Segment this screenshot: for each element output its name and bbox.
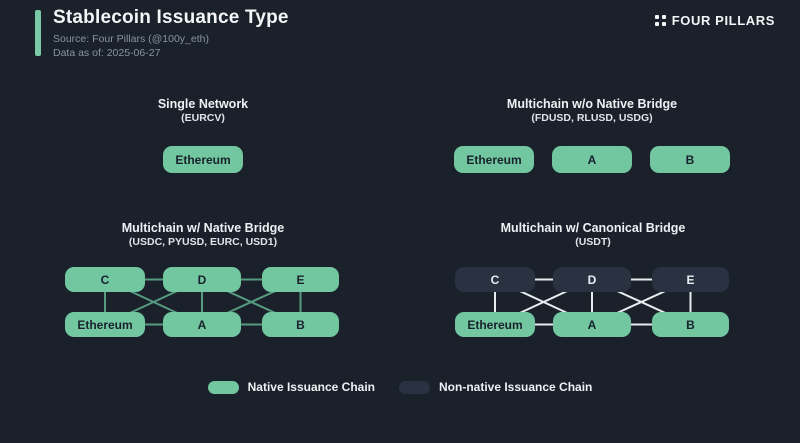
chain-node-b: B bbox=[650, 146, 730, 173]
title-accent-bar bbox=[35, 10, 41, 56]
no-native-bridge-chains: Ethereum A B bbox=[442, 146, 742, 173]
single-network-chains: Ethereum bbox=[103, 146, 303, 173]
chain-node-ethereum: Ethereum bbox=[163, 146, 243, 173]
chain-node-e: E bbox=[652, 267, 729, 292]
chain-node-ethereum: Ethereum bbox=[455, 312, 535, 337]
chain-node-ethereum: Ethereum bbox=[454, 146, 534, 173]
legend-item-non-native: Non-native Issuance Chain bbox=[399, 380, 592, 394]
brand-logo: FOUR PILLARS bbox=[655, 13, 775, 28]
section-subtitle: (EURCV) bbox=[181, 112, 225, 124]
canonical-bridge-diagram: C D E Ethereum A B bbox=[445, 258, 741, 344]
brand-name: FOUR PILLARS bbox=[671, 13, 775, 28]
chain-node-b: B bbox=[262, 312, 339, 337]
chain-node-a: A bbox=[163, 312, 241, 337]
section-head-canonical-bridge: Multichain w/ Canonical Bridge (USDT) bbox=[445, 221, 741, 249]
native-bridge-diagram: C D E Ethereum A B bbox=[55, 258, 351, 344]
legend-label: Native Issuance Chain bbox=[247, 380, 375, 394]
native-chain-swatch bbox=[207, 380, 239, 394]
section-subtitle: (USDC, PYUSD, EURC, USD1) bbox=[128, 236, 278, 248]
non-native-chain-swatch bbox=[399, 380, 430, 394]
section-subtitle: (USDT) bbox=[575, 236, 611, 248]
four-dots-icon bbox=[655, 15, 666, 26]
section-title: Multichain w/ Native Bridge bbox=[121, 221, 285, 235]
chain-node-c: C bbox=[65, 267, 145, 292]
page-title: Stablecoin Issuance Type bbox=[53, 7, 289, 28]
section-head-single-network: Single Network (EURCV) bbox=[103, 97, 303, 125]
chain-node-a: A bbox=[553, 312, 631, 337]
chain-node-d: D bbox=[163, 267, 241, 292]
chain-node-d: D bbox=[553, 267, 631, 292]
legend: Native Issuance Chain Non-native Issuanc… bbox=[0, 380, 800, 394]
chain-node-ethereum: Ethereum bbox=[65, 312, 145, 337]
section-title: Multichain w/ Canonical Bridge bbox=[500, 221, 686, 235]
chain-node-b: B bbox=[652, 312, 729, 337]
chain-node-c: C bbox=[455, 267, 535, 292]
data-as-of-caption: Data as of: 2025-06-27 bbox=[53, 47, 161, 59]
section-head-no-native-bridge: Multichain w/o Native Bridge (FDUSD, RLU… bbox=[442, 97, 742, 125]
source-caption: Source: Four Pillars (@100y_eth) bbox=[53, 33, 209, 45]
section-head-native-bridge: Multichain w/ Native Bridge (USDC, PYUSD… bbox=[55, 221, 351, 249]
section-subtitle: (FDUSD, RLUSD, USDG) bbox=[531, 112, 653, 124]
section-title: Single Network bbox=[157, 97, 249, 111]
legend-item-native: Native Issuance Chain bbox=[207, 380, 375, 394]
chain-node-e: E bbox=[262, 267, 339, 292]
chain-node-a: A bbox=[552, 146, 632, 173]
legend-label: Non-native Issuance Chain bbox=[439, 380, 593, 394]
section-title: Multichain w/o Native Bridge bbox=[506, 97, 678, 111]
